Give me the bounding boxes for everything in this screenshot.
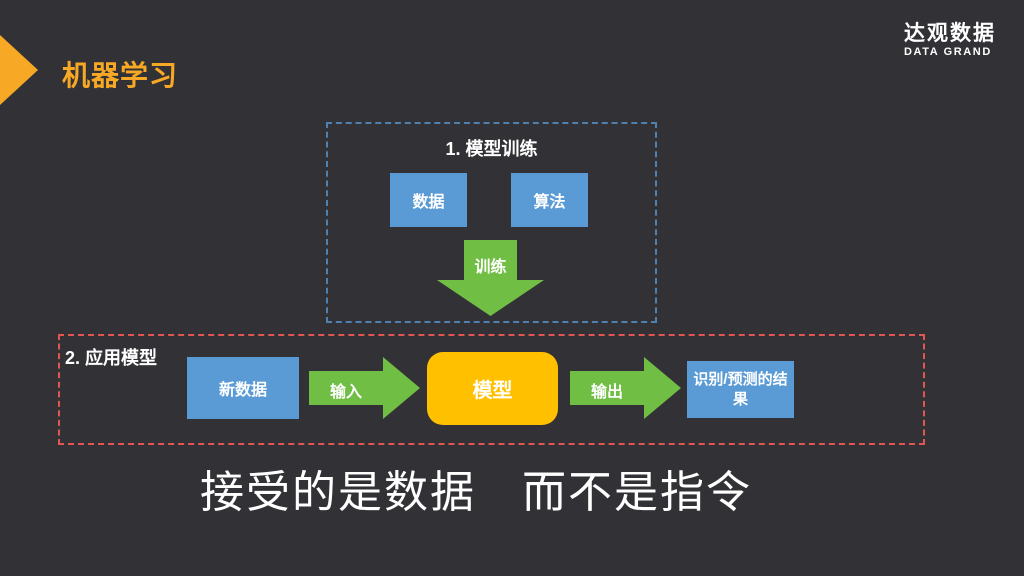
page-title: 机器学习 — [62, 60, 179, 91]
apply-section-label: 2. 应用模型 — [65, 348, 158, 368]
training-arrow-label: 训练 — [474, 259, 507, 276]
input-arrow-label: 输入 — [329, 384, 362, 401]
apply-section-frame: 2. 应用模型 — [58, 334, 925, 445]
slide-caption: 接受的是数据 而不是指令 — [200, 468, 752, 517]
title-triangle-icon — [0, 35, 38, 105]
down-arrow-icon — [437, 240, 544, 316]
result-node: 识别/预测的结果 — [687, 361, 794, 418]
output-arrow: 输出 — [570, 357, 681, 419]
algorithm-node: 算法 — [511, 173, 588, 227]
model-node: 模型 — [427, 352, 558, 425]
output-arrow-label: 输出 — [590, 384, 623, 401]
training-section-label: 1. 模型训练 — [445, 139, 538, 159]
brand-logo: 达观数据 DATA GRAND — [904, 22, 996, 58]
data-node: 数据 — [390, 173, 467, 227]
brand-logo-chinese: 达观数据 — [904, 22, 996, 45]
brand-logo-english: DATA GRAND — [904, 46, 992, 59]
new-data-node: 新数据 — [187, 357, 299, 419]
input-arrow: 输入 — [309, 357, 420, 419]
training-section-frame: 1. 模型训练 — [326, 122, 657, 323]
training-down-arrow: 训练 — [437, 240, 544, 316]
right-arrow-icon — [570, 357, 681, 419]
right-arrow-icon — [309, 357, 420, 419]
